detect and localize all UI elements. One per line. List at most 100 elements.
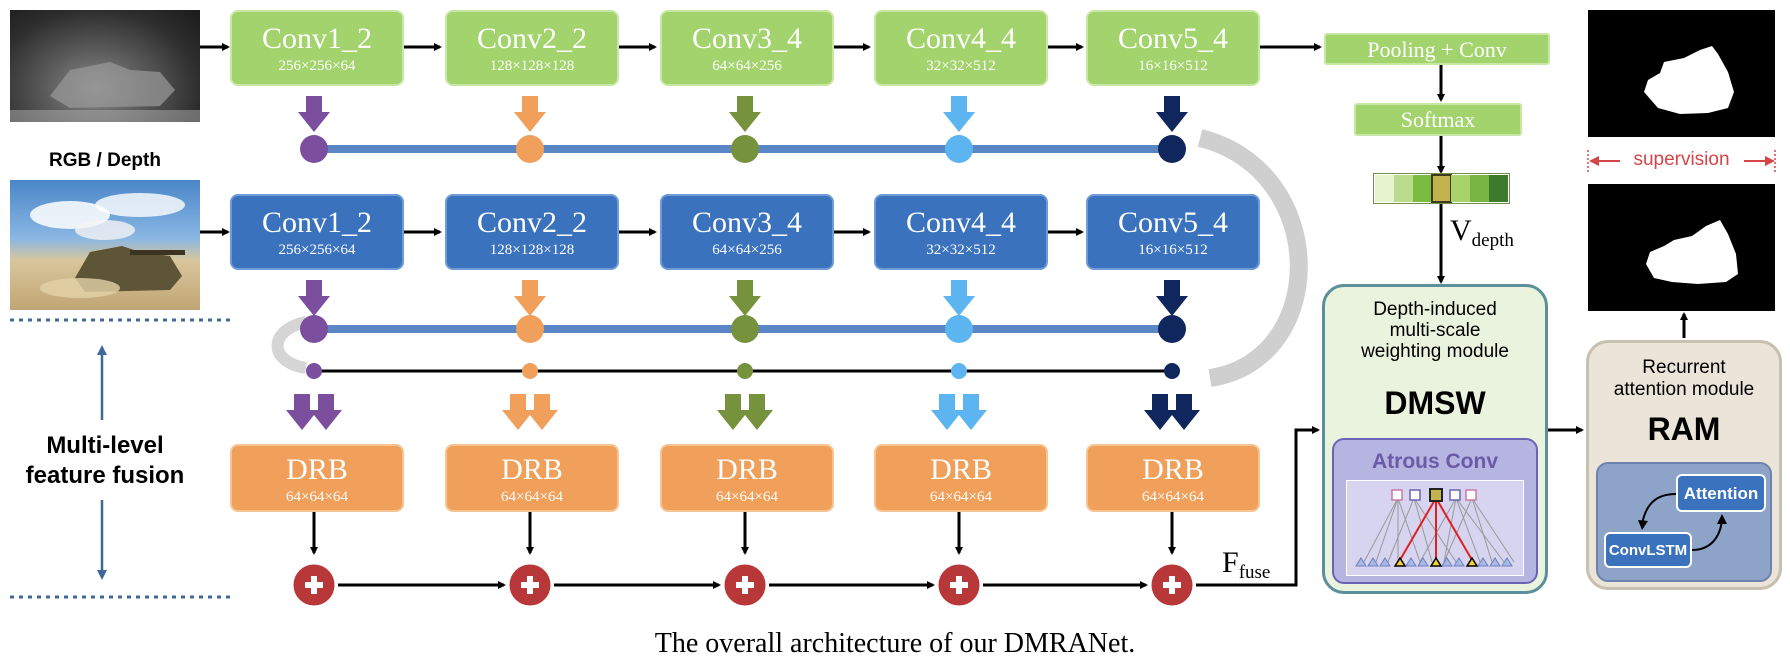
block-title: Conv5_4: [1117, 206, 1228, 239]
depth-level-arrow-4: [943, 96, 975, 132]
dmsw-panel: Depth-induced multi-scale weighting modu…: [1322, 284, 1548, 594]
depth-level-dot-3: [731, 135, 759, 163]
block-dims: 64×64×64: [716, 489, 778, 505]
rgb-level-arrow-4: [943, 280, 975, 316]
block-title: Conv4_4: [905, 22, 1016, 55]
fusion-double-arrow-a-4: [931, 394, 963, 430]
block-dims: 128×128×128: [489, 58, 575, 74]
depth-image: [10, 10, 200, 122]
block-dims: 64×64×64: [286, 489, 348, 505]
ground-truth-shape: [1646, 220, 1738, 284]
rgb-conv-block-5: Conv5_4 16×16×512: [1086, 194, 1260, 270]
supervision-marker: [1587, 150, 1776, 172]
fused-level-dot-4: [951, 363, 967, 379]
block-title: Conv5_4: [1117, 22, 1228, 55]
ffuse-to-dmsw-arrow: [1196, 426, 1320, 587]
plus-icon-v-1: [311, 576, 317, 594]
rgb-image: [10, 180, 200, 310]
rgb-level-arrow-2: [514, 280, 546, 316]
rgb-conv-block-4: Conv4_4 32×32×512: [874, 194, 1048, 270]
prediction-mask: [1644, 46, 1734, 114]
block-dims: 64×64×256: [712, 242, 782, 258]
block-title: Conv2_2: [476, 206, 587, 239]
fusion-double-arrow-b-1: [310, 394, 342, 430]
rgb-depth-label: RGB / Depth: [49, 150, 161, 171]
vdepth-sub: depth: [1471, 230, 1514, 251]
rgb-level-dot-4: [945, 315, 973, 343]
ram-name: RAM: [1647, 411, 1721, 447]
drb-block-1: DRB 64×64×64: [230, 444, 404, 512]
fused-level-dot-5: [1164, 363, 1180, 379]
fusion-double-arrow-a-3: [717, 394, 749, 430]
rgb-level-dot-1: [300, 315, 328, 343]
ffuse-main: F: [1222, 546, 1239, 579]
fusion-bracket: [10, 318, 232, 599]
fusion-double-arrow-b-5: [1168, 394, 1200, 430]
block-title: Conv3_4: [691, 22, 802, 55]
plus-icon-v-3: [742, 576, 748, 594]
block-dims: 64×64×64: [930, 489, 992, 505]
rgb-level-dot-2: [516, 315, 544, 343]
ffuse-sub: fuse: [1238, 562, 1271, 583]
rgb-to-fusion-curve: [271, 316, 308, 374]
dmsw-desc-3: weighting module: [1361, 341, 1509, 362]
fusion-double-arrow-b-4: [955, 394, 987, 430]
block-dims: 256×256×64: [278, 58, 356, 74]
block-title: Conv4_4: [905, 206, 1016, 239]
depth-level-arrow-2: [514, 96, 546, 132]
plus-icon-v-4: [956, 576, 962, 594]
block-title: DRB: [716, 453, 778, 486]
softmax-box: Softmax: [1354, 103, 1522, 136]
fusion-double-arrow-b-3: [741, 394, 773, 430]
fusion-double-arrow-a-1: [286, 394, 318, 430]
depth-tank-silhouette: [10, 62, 200, 122]
depth-level-arrow-5: [1156, 96, 1188, 132]
drb-block-3: DRB 64×64×64: [660, 444, 834, 512]
depth-level-dot-2: [516, 135, 544, 163]
dmsw-desc-1: Depth-induced: [1373, 299, 1497, 320]
atrous-conv-panel: Atrous Conv: [1332, 438, 1538, 584]
rgb-level-dot-5: [1158, 315, 1186, 343]
fusion-label-line-1: Multi-level: [46, 432, 164, 459]
ram-desc-2: attention module: [1613, 379, 1755, 400]
convlstm-box: ConvLSTM: [1604, 532, 1692, 568]
fused-level-dot-1: [306, 363, 322, 379]
pooling-conv-box: Pooling + Conv: [1324, 33, 1550, 65]
depth-level-dot-5: [1158, 135, 1186, 163]
fusion-double-arrow-a-5: [1144, 394, 1176, 430]
depth-conv-block-5: Conv5_4 16×16×512: [1086, 10, 1260, 86]
block-dims: 32×32×512: [926, 242, 996, 258]
block-title: DRB: [286, 453, 348, 486]
fused-level-dot-3: [737, 363, 753, 379]
atrous-conv-label: Atrous Conv: [1372, 450, 1498, 473]
ram-desc-1: Recurrent: [1642, 357, 1726, 378]
rgb-level-arrow-3: [729, 280, 761, 316]
rgb-level-arrow-5: [1156, 280, 1188, 316]
block-title: DRB: [501, 453, 563, 486]
depth-level-arrow-1: [298, 96, 330, 132]
block-dims: 64×64×64: [501, 489, 563, 505]
block-title: Conv1_2: [261, 206, 372, 239]
depth-weight-vector: [1373, 173, 1510, 204]
fused-level-dot-2: [522, 363, 538, 379]
figure-caption: The overall architecture of our DMRANet.: [654, 628, 1136, 659]
block-title: Conv1_2: [261, 22, 372, 55]
atrous-conv-graphic: [1346, 480, 1524, 576]
plus-icon-v-2: [527, 576, 533, 594]
saliency-prediction: [1588, 10, 1775, 137]
drb-block-2: DRB 64×64×64: [445, 444, 619, 512]
block-dims: 64×64×64: [1142, 489, 1204, 505]
fusion-double-arrow-a-2: [502, 394, 534, 430]
block-dims: 16×16×512: [1138, 242, 1208, 258]
ram-inner-panel: Attention ConvLSTM: [1596, 462, 1772, 582]
block-dims: 16×16×512: [1138, 58, 1208, 74]
attention-box: Attention: [1676, 474, 1766, 512]
